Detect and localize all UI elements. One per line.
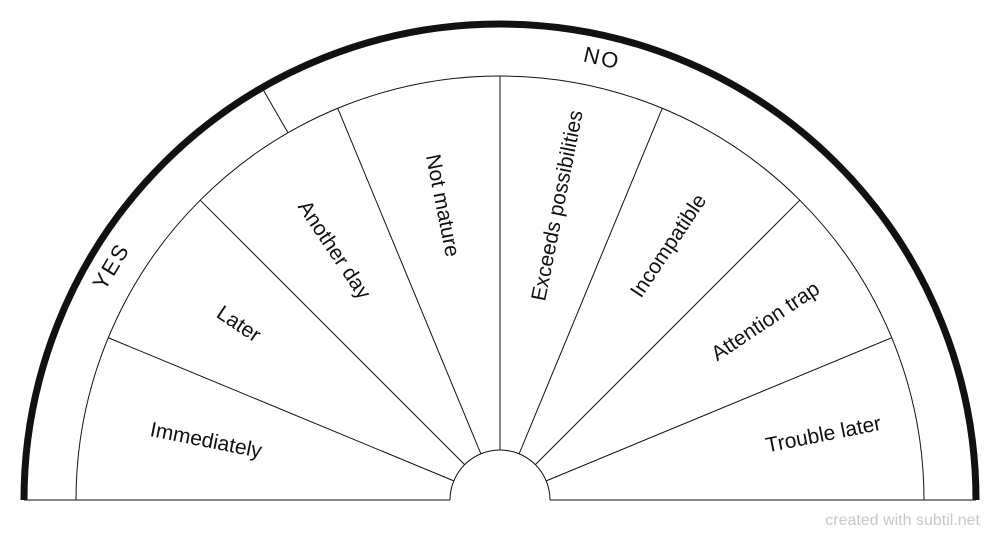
segment-label-immediately: Immediately xyxy=(148,418,264,463)
segment-label-exceeds-possibilities: Exceeds possibilities xyxy=(527,108,587,303)
divider-line xyxy=(546,337,892,482)
outer-arc xyxy=(20,20,980,501)
divider-line xyxy=(535,199,801,465)
divider-line xyxy=(518,108,663,454)
zone-divider xyxy=(261,87,289,134)
hub-arc xyxy=(449,449,551,501)
footer-credit[interactable]: created with subtil.net xyxy=(825,512,980,529)
segment-label-trouble-later: Trouble later xyxy=(764,412,883,457)
divider-line xyxy=(337,108,482,454)
divider-group xyxy=(108,76,892,482)
segment-label-incompatible: Incompatible xyxy=(626,190,711,302)
segment-label-later: Later xyxy=(212,301,265,347)
divider-line xyxy=(199,199,465,465)
arc-group xyxy=(20,20,980,501)
divider-line xyxy=(108,337,454,482)
segment-label-not-mature: Not mature xyxy=(421,152,464,258)
segment-label-attention-trap: Attention trap xyxy=(707,277,824,366)
zone-label-no: NO xyxy=(581,42,623,75)
segment-label-another-day: Another day xyxy=(293,197,375,304)
